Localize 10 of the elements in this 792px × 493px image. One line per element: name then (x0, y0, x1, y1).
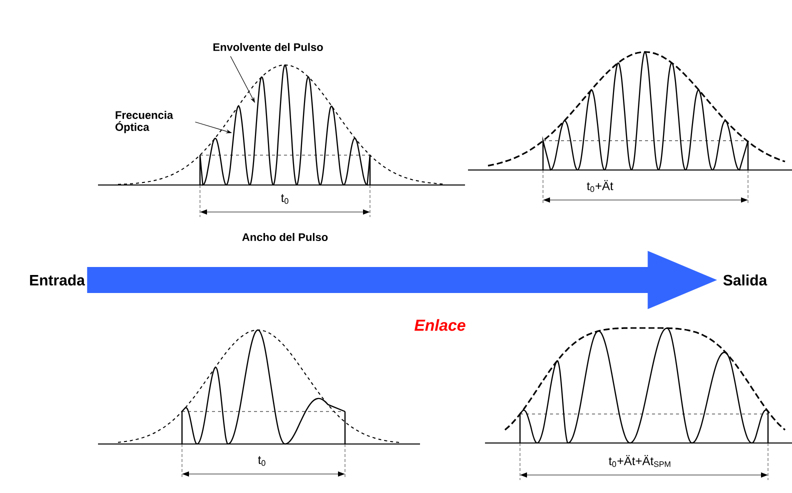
link-label: Enlace (413, 318, 467, 332)
envelope-curve (118, 64, 446, 185)
input-label: Entrada (30, 274, 86, 286)
caption-text: Ancho del Pulso (240, 232, 330, 242)
dimension-label: t$_{0}$+Ät+Ät$_{SPM}$ (608, 454, 672, 468)
dimension-label: t$_{0}$+Ät (586, 179, 614, 193)
dimension-label: t$_{0}$ (280, 193, 290, 205)
output-label: Salida (723, 274, 768, 286)
dimension-label: t$_{0}$ (256, 455, 268, 467)
callout-text: Envolvente del Pulso (213, 42, 323, 52)
